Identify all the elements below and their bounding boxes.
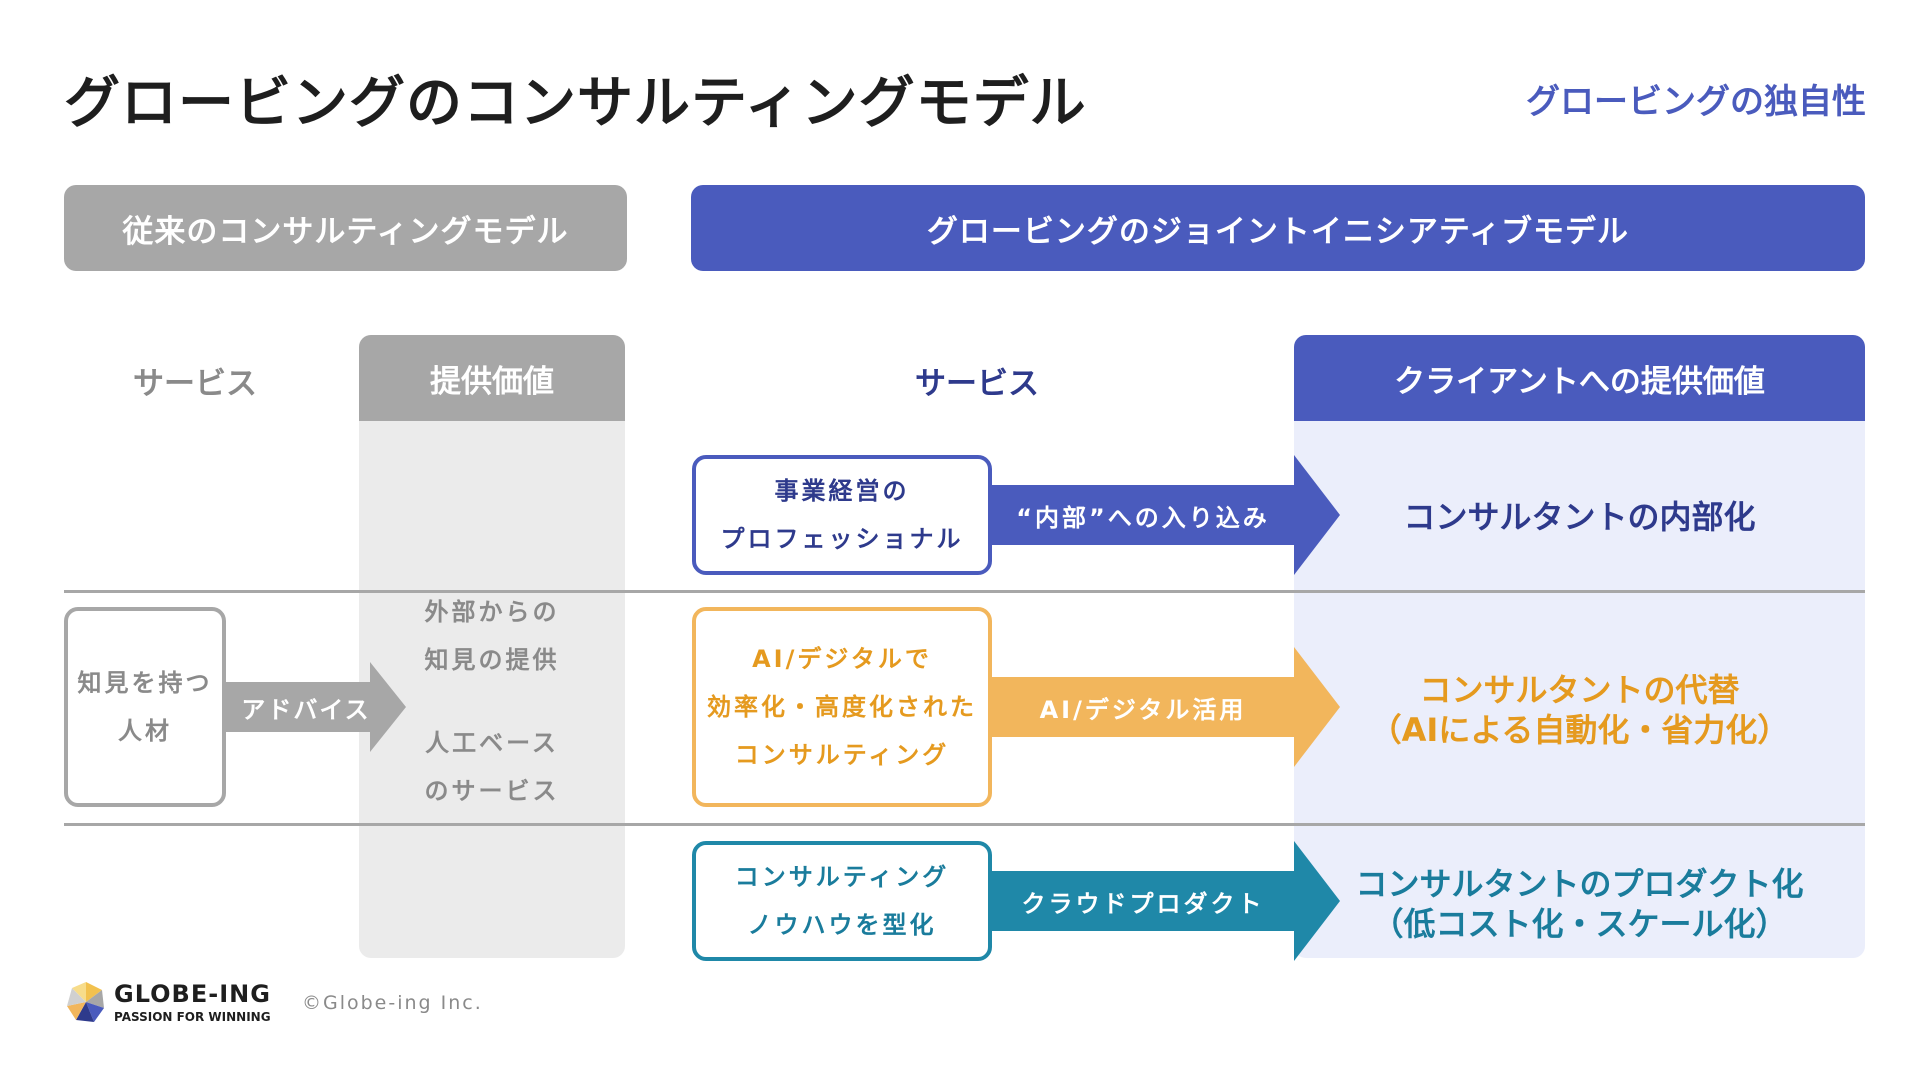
globe-ing-logo-icon xyxy=(64,980,108,1024)
row-divider-2 xyxy=(64,823,1865,826)
service-knowhow-line-2: ノウハウを型化 xyxy=(747,911,937,939)
client-value-replacement-line-1: コンサルタントの代替 xyxy=(1419,671,1740,709)
client-value-internalization-line-1: コンサルタントの内部化 xyxy=(1403,498,1756,536)
client-value-replacement: コンサルタントの代替 （AIによる自動化・省力化） xyxy=(1294,670,1865,750)
service-ai-line-3: コンサルティング xyxy=(734,741,950,769)
expert-person-line-1: 知見を持つ xyxy=(77,669,213,697)
value-line-4: のサービス xyxy=(424,777,560,805)
expert-person-box: 知見を持つ 人材 xyxy=(64,607,226,807)
service-ai-line-2: 効率化・高度化された xyxy=(707,693,977,721)
service-professional-line-2: プロフェッショナル xyxy=(720,525,964,553)
client-value-productization: コンサルタントのプロダクト化 （低コスト化・スケール化） xyxy=(1294,864,1865,944)
client-value-header: クライアントへの提供価値 xyxy=(1294,335,1865,421)
copyright-text: ©Globe-ing Inc. xyxy=(302,992,483,1014)
advice-arrow: アドバイス xyxy=(226,662,406,752)
value-line-3: 人工ベース xyxy=(425,729,559,757)
service-professional-line-1: 事業経営の xyxy=(774,477,910,505)
value-line-2: 知見の提供 xyxy=(424,646,560,674)
service-ai-line-1: AI/デジタルで xyxy=(752,645,932,673)
joint-model-header: グロービングのジョイントイニシアティブモデル xyxy=(691,185,1865,271)
expert-person-line-2: 人材 xyxy=(118,717,172,745)
arrow-cloud-product-label: クラウドプロダクト xyxy=(1021,889,1265,918)
page-title: グロービングのコンサルティングモデル xyxy=(64,71,1087,136)
joint-service-label: サービス xyxy=(915,366,1039,402)
page-tag: グロービングの独自性 xyxy=(1526,82,1866,122)
service-box-know-how: コンサルティング ノウハウを型化 xyxy=(692,841,992,961)
value-line-1: 外部からの xyxy=(424,598,560,626)
client-value-internalization: コンサルタントの内部化 xyxy=(1294,497,1865,537)
service-box-ai-digital: AI/デジタルで 効率化・高度化された コンサルティング xyxy=(692,607,992,807)
traditional-service-label: サービス xyxy=(133,366,257,402)
logo-name: GLOBE-ING xyxy=(114,980,271,1008)
advice-arrow-label: アドバイス xyxy=(241,695,371,724)
client-value-column xyxy=(1294,335,1865,958)
arrow-cloud-product: クラウドプロダクト xyxy=(992,841,1340,961)
arrow-ai-digital: AI/デジタル活用 xyxy=(992,647,1340,767)
arrow-inside-involvement-label: “内部”への入り込み xyxy=(1016,503,1270,532)
traditional-value-header: 提供価値 xyxy=(359,335,625,421)
service-knowhow-line-1: コンサルティング xyxy=(734,863,950,891)
logo-tagline: PASSION FOR WINNING xyxy=(114,1010,271,1024)
client-value-productization-line-1: コンサルタントのプロダクト化 xyxy=(1355,865,1804,903)
service-box-professional: 事業経営の プロフェッショナル xyxy=(692,455,992,575)
traditional-value-text-1: 外部からの 知見の提供 xyxy=(359,588,625,684)
row-divider-1 xyxy=(64,590,1865,593)
traditional-value-column xyxy=(359,335,625,958)
client-value-productization-line-2: （低コスト化・スケール化） xyxy=(1371,905,1788,943)
arrow-inside-involvement: “内部”への入り込み xyxy=(992,455,1340,575)
arrow-ai-digital-label: AI/デジタル活用 xyxy=(1039,695,1247,724)
client-value-replacement-line-2: （AIによる自動化・省力化） xyxy=(1369,711,1790,749)
traditional-model-header: 従来のコンサルティングモデル xyxy=(64,185,627,271)
traditional-value-text-2: 人工ベース のサービス xyxy=(359,719,625,815)
